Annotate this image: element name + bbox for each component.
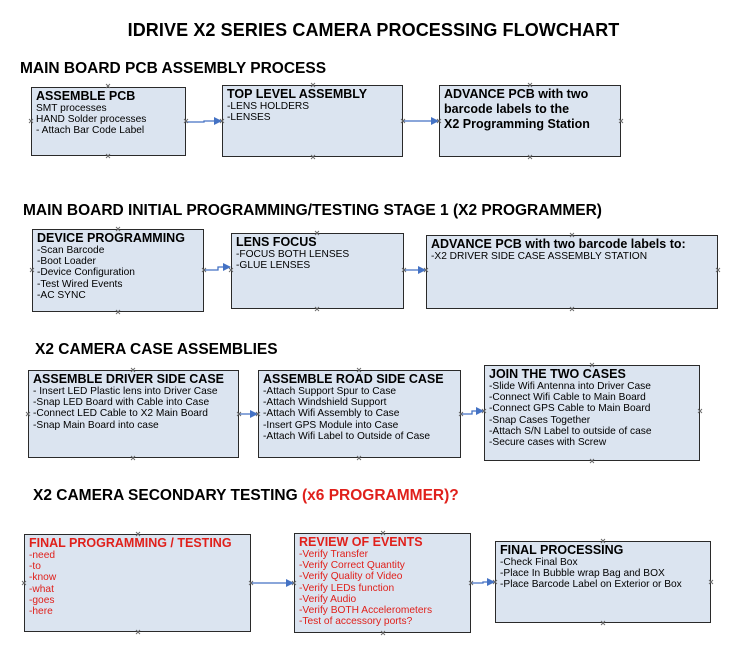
box-device-programming-title: DEVICE PROGRAMMING (37, 231, 185, 245)
arrow-road-to-join (461, 407, 484, 415)
section-initial-programming: MAIN BOARD INITIAL PROGRAMMING/TESTING S… (23, 202, 602, 219)
box-line: -need (29, 550, 56, 561)
box-line: -Attach Windshield Support (263, 397, 387, 409)
box-line: -know (29, 572, 57, 584)
section-pcb-assembly: MAIN BOARD PCB ASSEMBLY PROCESS (20, 60, 327, 77)
box-advance-pcb-2-title: ADVANCE PCB with two barcode labels to: (431, 237, 686, 251)
box-assemble-pcb[interactable]: ASSEMBLE PCB SMT processes HAND Solder p… (31, 87, 186, 156)
box-line: -Attach Wifi Assembly to Case (263, 408, 400, 420)
box-line: -Test Wired Events (37, 278, 123, 290)
box-line: -Slide Wifi Antenna into Driver Case (489, 381, 651, 392)
box-line: HAND Solder processes (36, 114, 147, 126)
section-secondary-testing-label: X2 CAMERA SECONDARY TESTING (33, 487, 302, 504)
box-line: -LENS HOLDERS (227, 101, 310, 112)
box-road-case-title: ASSEMBLE ROAD SIDE CASE (263, 372, 444, 386)
box-assemble-driver-side[interactable]: ASSEMBLE DRIVER SIDE CASE - Insert LED P… (28, 370, 239, 458)
box-device-programming[interactable]: DEVICE PROGRAMMING -Scan Barcode -Boot L… (32, 229, 204, 312)
section-case-assemblies: X2 CAMERA CASE ASSEMBLIES (35, 341, 278, 358)
box-review-events-title: REVIEW OF EVENTS (299, 535, 423, 549)
box-line: -X2 DRIVER SIDE CASE ASSEMBLY STATION (431, 251, 648, 262)
box-line: -Check Final Box (500, 557, 578, 568)
box-line: -Insert GPS Module into Case (263, 419, 399, 431)
box-line: -Connect GPS Cable to Main Board (489, 403, 651, 415)
box-line: -FOCUS BOTH LENSES (236, 249, 350, 260)
box-line: -AC SYNC (37, 289, 86, 301)
box-line: -Device Configuration (37, 267, 135, 279)
box-lens-focus-title: LENS FOCUS (236, 235, 317, 249)
arrow-review-to-processing (471, 578, 495, 586)
box-line: -GLUE LENSES (236, 260, 311, 272)
box-join-cases[interactable]: JOIN THE TWO CASES -Slide Wifi Antenna i… (484, 365, 700, 461)
box-line: -Connect LED Cable to X2 Main Board (33, 408, 208, 420)
arrow-pcb-to-top-level (186, 117, 222, 125)
box-line: -goes (29, 594, 55, 606)
box-final-programming[interactable]: FINAL PROGRAMMING / TESTING -need -to -k… (24, 534, 251, 632)
box-final-programming-title: FINAL PROGRAMMING / TESTING (29, 536, 232, 550)
box-line: -Attach S/N Label to outside of case (489, 425, 652, 437)
box-assemble-pcb-title: ASSEMBLE PCB (36, 89, 136, 103)
box-line: -Secure cases with Screw (489, 437, 607, 449)
box-lens-focus[interactable]: LENS FOCUS -FOCUS BOTH LENSES -GLUE LENS… (231, 233, 404, 309)
box-line: -Verify BOTH Accelerometers (299, 605, 433, 617)
box-driver-case-title: ASSEMBLE DRIVER SIDE CASE (33, 372, 225, 386)
box-advance-pcb-1-title: X2 Programming Station (444, 117, 590, 131)
box-line: -Verify Audio (299, 593, 357, 605)
box-advance-pcb-1[interactable]: ADVANCE PCB with two barcode labels to t… (439, 85, 621, 157)
box-assemble-road-side[interactable]: ASSEMBLE ROAD SIDE CASE -Attach Support … (258, 370, 461, 458)
box-line: -Verify LEDs function (299, 582, 395, 594)
box-final-processing[interactable]: FINAL PROCESSING -Check Final Box -Place… (495, 541, 711, 623)
box-join-cases-title: JOIN THE TWO CASES (489, 367, 626, 381)
box-line: -Verify Transfer (299, 549, 369, 560)
box-line: -Verify Correct Quantity (299, 560, 405, 572)
box-line: -Scan Barcode (37, 245, 105, 256)
box-line: -Snap Main Board into case (33, 419, 159, 431)
section-secondary-testing-note: (x6 PROGRAMMER)? (302, 487, 459, 504)
box-line: -Attach Support Spur to Case (263, 386, 397, 397)
box-review-events[interactable]: REVIEW OF EVENTS -Verify Transfer -Verif… (294, 533, 471, 633)
box-line: -Boot Loader (37, 256, 96, 268)
box-line: -what (29, 583, 54, 595)
box-line: -Verify Quality of Video (299, 571, 403, 583)
section-secondary-testing: X2 CAMERA SECONDARY TESTING (x6 PROGRAMM… (33, 487, 459, 505)
box-line: -Test of accessory ports? (299, 616, 413, 628)
box-line: - Insert LED Plastic lens into Driver Ca… (33, 386, 218, 397)
box-line: -LENSES (227, 112, 271, 124)
box-line: -Attach Wifi Label to Outside of Case (263, 430, 431, 442)
box-top-level-title: TOP LEVEL ASSEMBLY (227, 87, 368, 101)
box-line: -here (29, 606, 53, 618)
box-line: SMT processes (36, 103, 107, 114)
box-final-processing-title: FINAL PROCESSING (500, 543, 624, 557)
box-advance-pcb-1-title: barcode labels to the (444, 102, 570, 116)
box-line: -to (29, 561, 41, 573)
box-line: - Attach Bar Code Label (36, 125, 145, 137)
arrow-device-to-lens (204, 263, 231, 271)
box-line: -Place In Bubble wrap Bag and BOX (500, 568, 665, 580)
box-line: -Place Barcode Label on Exterior or Box (500, 579, 682, 591)
box-line: -Snap Cases Together (489, 414, 591, 426)
box-line: -Snap LED Board with Cable into Case (33, 397, 210, 409)
box-advance-pcb-1-title: ADVANCE PCB with two (444, 87, 589, 101)
box-top-level-assembly[interactable]: TOP LEVEL ASSEMBLY -LENS HOLDERS -LENSES (222, 85, 403, 157)
page-title: IDRIVE X2 SERIES CAMERA PROCESSING FLOWC… (127, 20, 620, 40)
box-advance-pcb-2[interactable]: ADVANCE PCB with two barcode labels to: … (426, 235, 718, 309)
box-line: -Connect Wifi Cable to Main Board (489, 392, 646, 404)
